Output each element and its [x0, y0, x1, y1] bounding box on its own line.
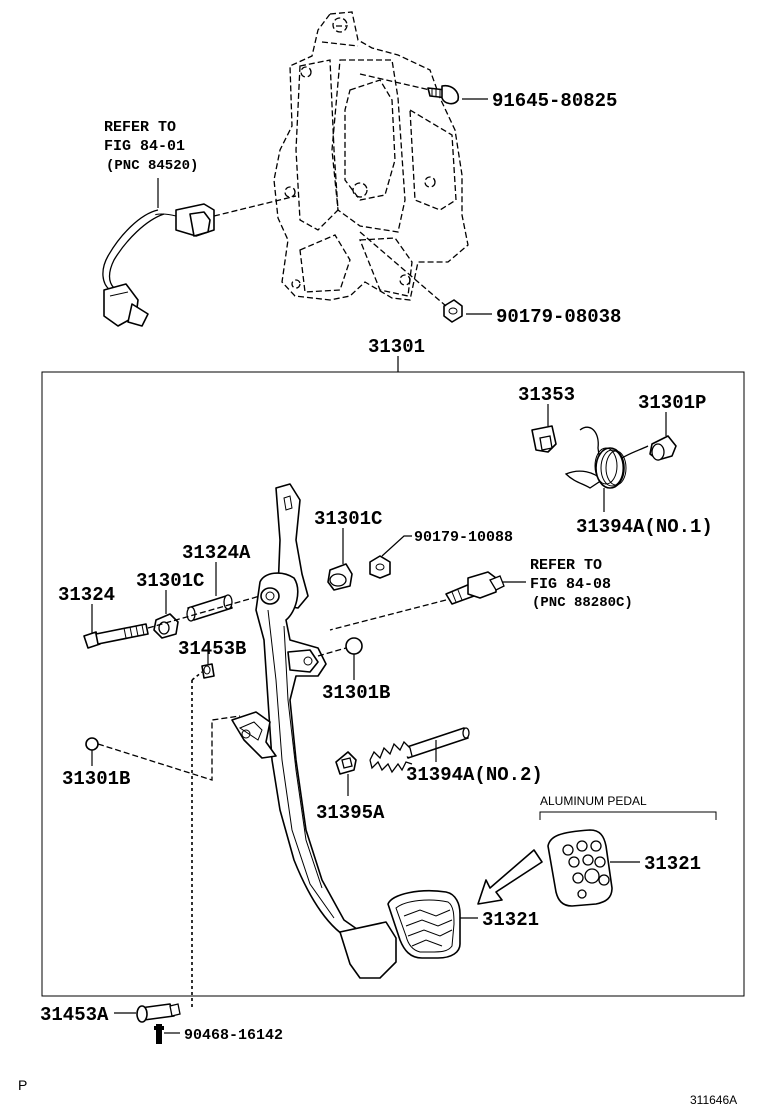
clip-31353-icon [531, 425, 557, 453]
retainer-31395a-icon [335, 751, 357, 775]
bushing-31301b-left-icon [85, 737, 99, 751]
bushing-31301c-top-label: 31301C [314, 508, 382, 530]
clip-pin-90468-icon [154, 1024, 164, 1044]
retainer-31395a-label: 31395A [316, 802, 385, 824]
bolt-91645-label: 91645-80825 [492, 90, 617, 112]
bushing-31301p-icon [649, 435, 677, 461]
aluminum-pedal-label: ALUMINUM PEDAL [540, 794, 647, 808]
pedal-bracket [273, 11, 469, 301]
nut-90179-08038-label: 90179-08038 [496, 306, 621, 328]
bolt-31324-icon [83, 623, 149, 649]
refer-fig-84-08-line2: FIG 84-08 [530, 576, 611, 593]
brake-pedal-arm [231, 483, 365, 941]
bushing-31301b-right-icon [345, 637, 363, 655]
aluminum-pedal-pad-icon [547, 829, 613, 907]
torsion-spring-31394a-no1-icon [564, 426, 649, 489]
stop-lamp-switch-right-icon [445, 571, 505, 605]
bushing-31301b-left-label: 31301B [62, 768, 130, 790]
refer-fig-84-08-line1: REFER TO [530, 557, 602, 574]
pedal-pad-31321-label: 31321 [482, 909, 539, 931]
refer-fig-84-01-line1: REFER TO [104, 119, 176, 136]
pedal-pad-end-icon [339, 921, 397, 979]
nut-90179-10088-label: 90179-10088 [414, 529, 513, 546]
spring-31394a-no2-label: 31394A(NO.2) [406, 764, 543, 786]
aluminum-pedal-31321-label: 31321 [644, 853, 701, 875]
bolt-31324-label: 31324 [58, 584, 115, 606]
collar-31324a-label: 31324A [182, 542, 251, 564]
corner-letter: P [18, 1077, 27, 1093]
figure-code: 311646A [690, 1093, 737, 1107]
refer-fig-84-08-line3: (PNC 88280C) [532, 595, 633, 611]
direction-arrow-icon [477, 849, 543, 905]
bushing-31301c-left-icon [153, 613, 179, 639]
nut-90179-08038-icon [443, 299, 463, 323]
bolt-91645-icon [427, 84, 460, 105]
bushing-31453b-icon [201, 663, 215, 679]
assembly-31301-label: 31301 [368, 336, 425, 358]
clevis-pin-31453a-label: 31453A [40, 1004, 109, 1026]
clevis-pin-31453a-icon [136, 1003, 181, 1023]
assembly-frame [41, 371, 745, 997]
spring-31394a-no1-label: 31394A(NO.1) [576, 516, 713, 538]
stop-lamp-switch-icon [102, 203, 215, 327]
clip-pin-90468-label: 90468-16142 [184, 1027, 283, 1044]
collar-31324a-icon [186, 594, 233, 622]
bushing-31301c-top-icon [327, 563, 353, 591]
bushing-31301p-label: 31301P [638, 392, 706, 414]
refer-fig-84-01-line2: FIG 84-01 [104, 138, 185, 155]
rubber-pedal-pad-icon [387, 889, 461, 959]
bushing-31301b-right-label: 31301B [322, 682, 390, 704]
nut-90179-10088-icon [369, 555, 391, 579]
bushing-31453b-label: 31453B [178, 638, 246, 660]
clip-31353-label: 31353 [518, 384, 575, 406]
refer-fig-84-01-line3: (PNC 84520) [106, 158, 198, 174]
bushing-31301c-left-label: 31301C [136, 570, 204, 592]
